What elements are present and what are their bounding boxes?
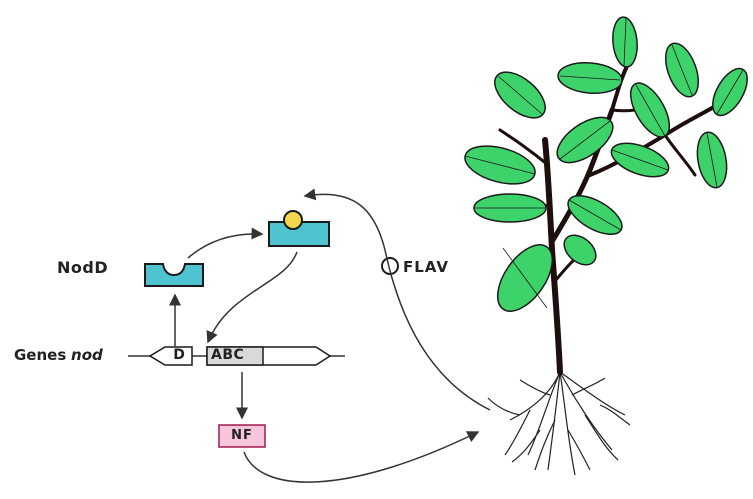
- gene-abc-shaded: [206, 346, 264, 366]
- arrow-nodd-to-activated: [187, 227, 264, 259]
- bound-flavonoid-circle: [283, 210, 303, 230]
- leaf: [563, 234, 597, 266]
- nod-factor-label: NF: [231, 428, 253, 443]
- plant-illustration: [464, 16, 748, 476]
- genes-word: Genes: [14, 346, 67, 364]
- gene-d-arrow-shape: [148, 346, 193, 366]
- nod-word: nod: [71, 346, 103, 364]
- nf-box: [218, 424, 266, 448]
- arrow-flavonoid-to-nodd: [303, 188, 491, 411]
- leaf: [712, 67, 748, 117]
- arrow-activated-to-promoter: [206, 251, 298, 344]
- arrow-nf-to-roots: [243, 431, 480, 483]
- nodd-protein-shape: [144, 263, 204, 287]
- plant-leaf-veins: [464, 17, 744, 309]
- plant-roots: [487, 371, 631, 476]
- flavonoid-circle: [381, 257, 399, 275]
- gene-d-label: D: [173, 347, 185, 363]
- genes-nod-label: Genes nod: [14, 346, 103, 364]
- flavonoid-label: FLAV: [403, 258, 450, 276]
- nodd-label: NodD: [57, 258, 109, 277]
- gene-abc-label: ABC: [211, 347, 245, 363]
